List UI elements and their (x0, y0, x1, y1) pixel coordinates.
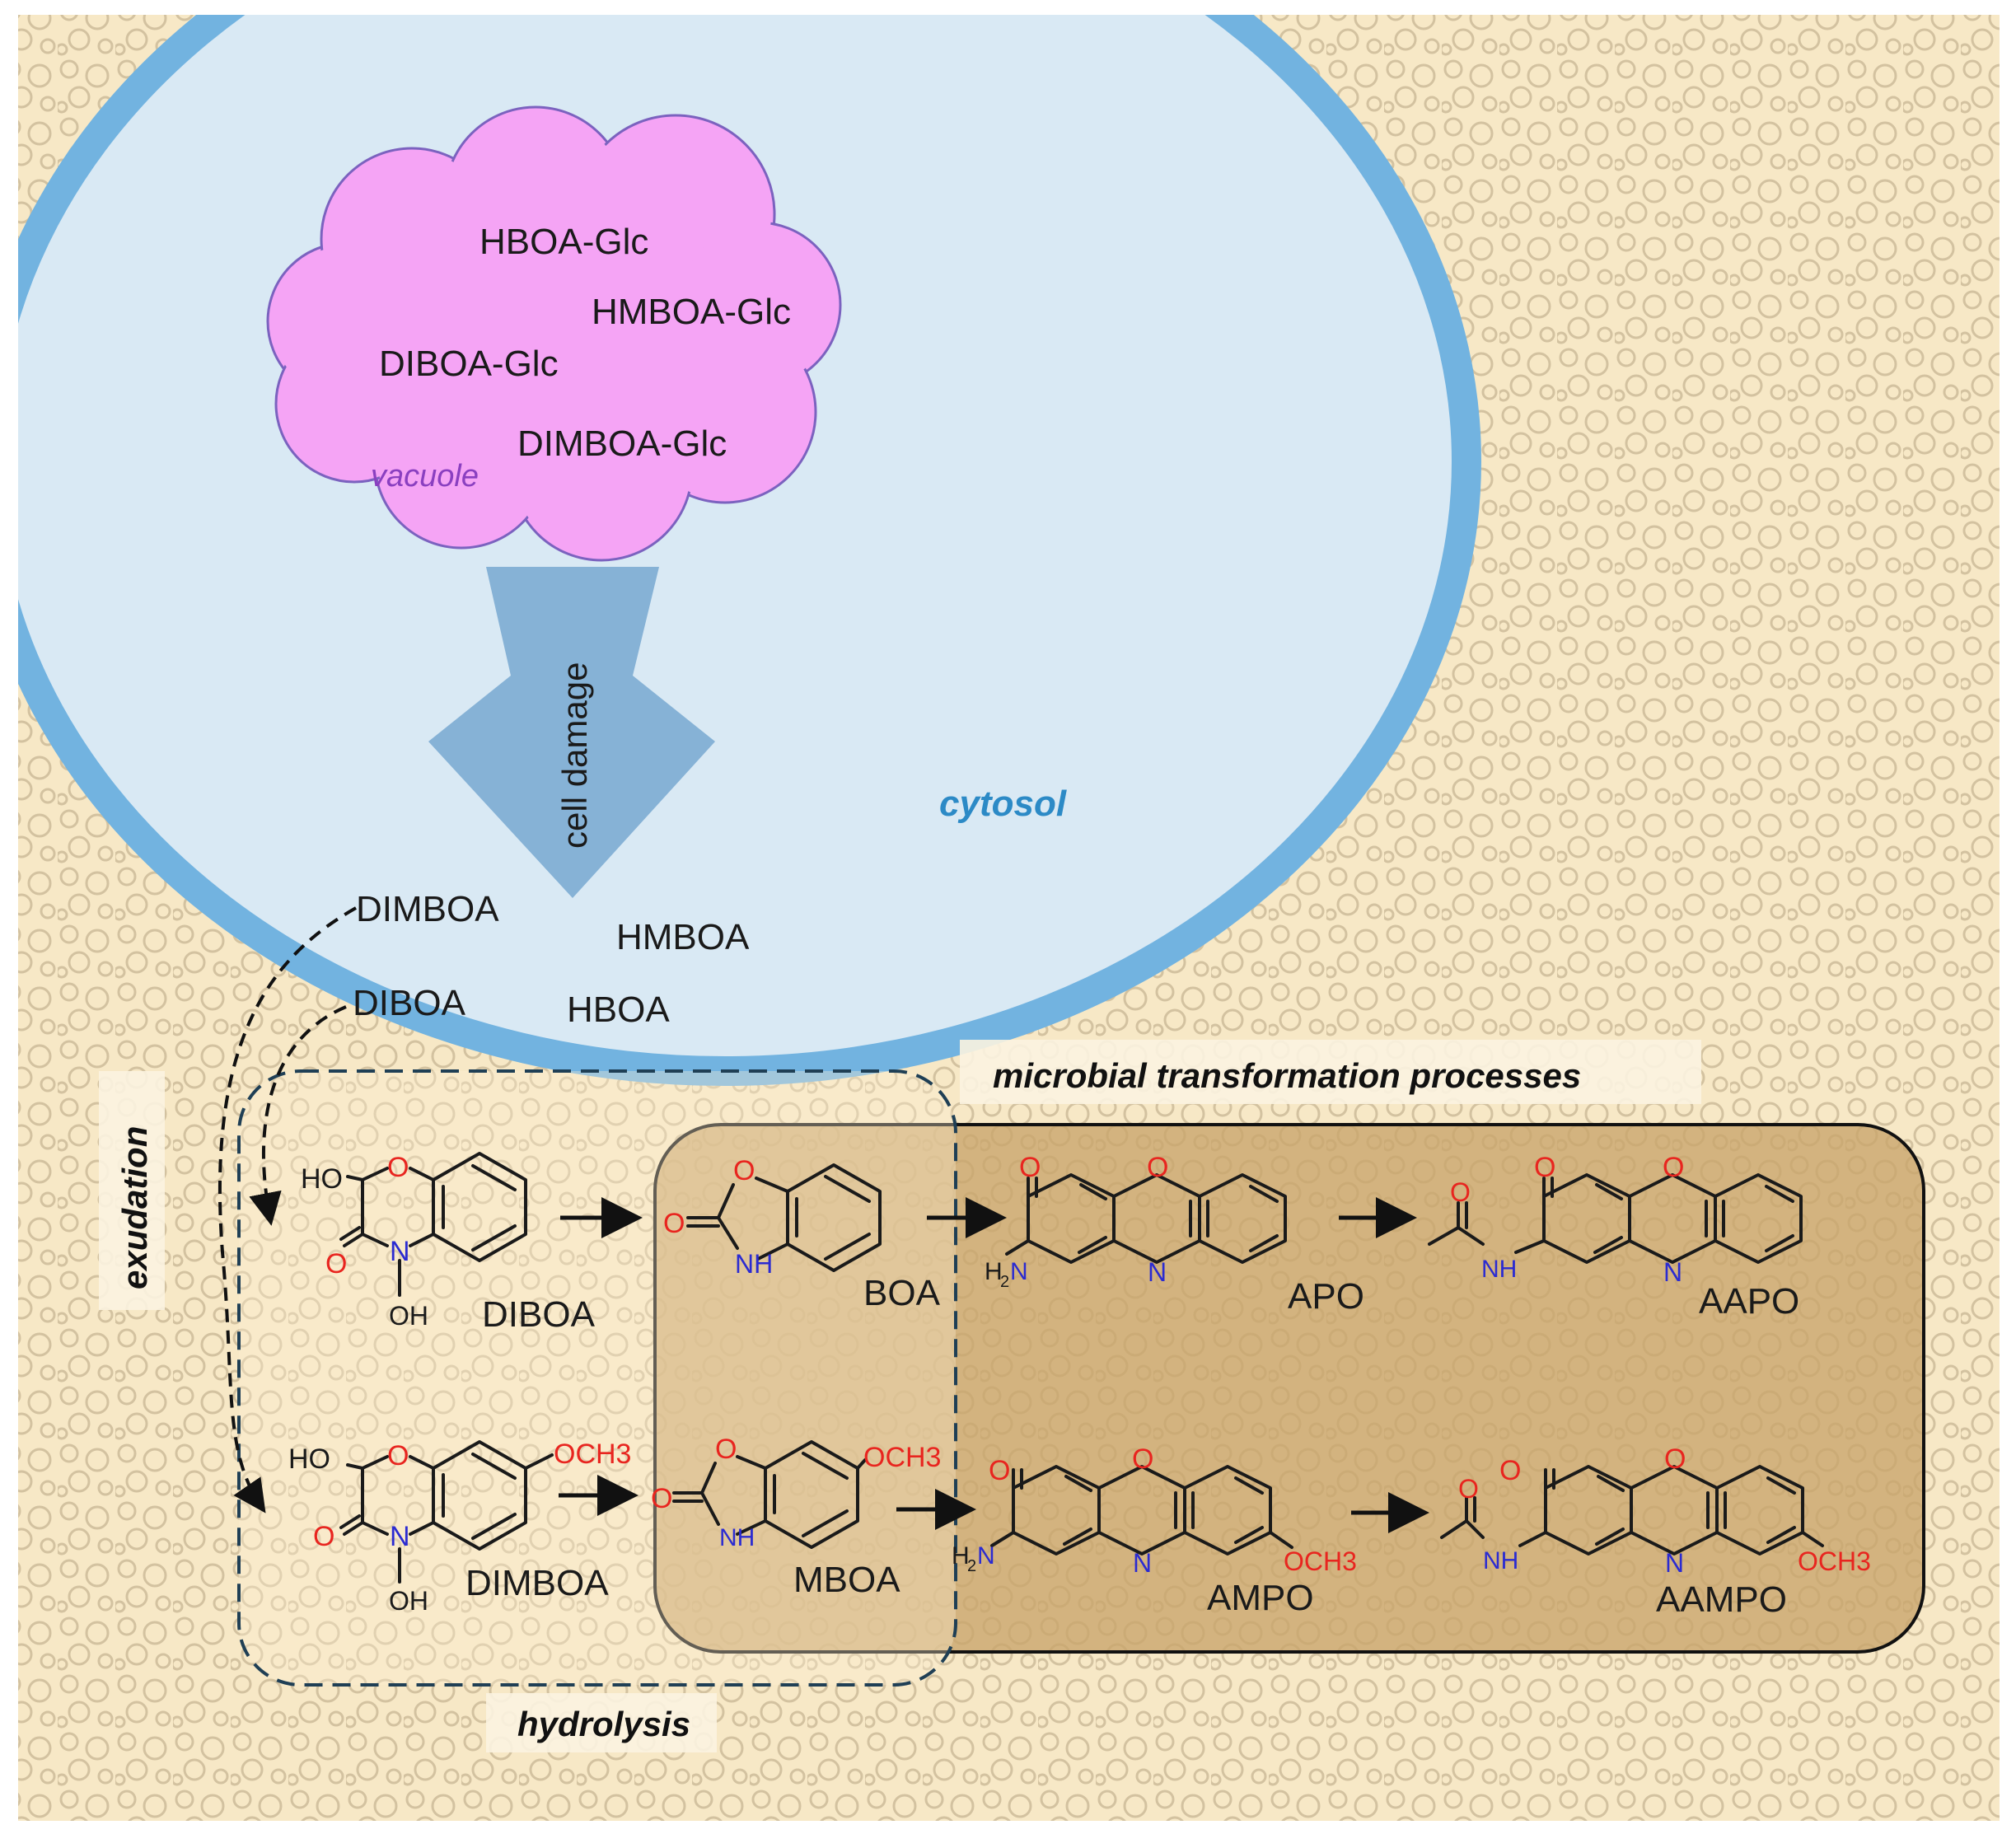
diboa-structure (339, 1152, 527, 1297)
apo-n-ring: N (1148, 1257, 1167, 1287)
aampo-structure (1440, 1465, 1824, 1556)
boa-nh: NH (735, 1249, 773, 1279)
apo-o-carbonyl: O (1019, 1152, 1041, 1183)
diboa-o-carbonyl: O (325, 1248, 347, 1280)
mboa-o-ring: O (715, 1434, 737, 1465)
released-hmboa: HMBOA (616, 917, 750, 957)
ampo-structure (990, 1465, 1293, 1556)
diboa-ho: HO (301, 1163, 343, 1195)
row2-aampo-label: AAMPO (1656, 1579, 1787, 1620)
dimboa-oh: OH (389, 1586, 428, 1616)
ampo-o-ring: O (1132, 1443, 1153, 1475)
cytosol-label: cytosol (939, 784, 1067, 824)
vacuole-compound-2: HMBOA-Glc (592, 292, 791, 332)
exudation-arrow-dimboa (218, 906, 357, 1514)
mboa-nh: NH (719, 1524, 755, 1551)
diboa-oh: OH (389, 1301, 428, 1331)
aampo-o-amide: O (1458, 1474, 1479, 1504)
ampo-h2n-h: H (952, 1542, 970, 1570)
microbial-label-bg (960, 1040, 1701, 1104)
ampo-o-carbonyl: O (989, 1455, 1010, 1486)
boa-o-carbonyl: O (663, 1208, 685, 1239)
row1-diboa-label: DIBOA (482, 1294, 596, 1335)
dimboa-n: N (390, 1521, 410, 1552)
boa-structure (686, 1163, 882, 1272)
vacuole-cloud (266, 105, 842, 562)
row1-boa-label: BOA (863, 1273, 941, 1313)
aampo-och3: OCH3 (1798, 1546, 1871, 1576)
row2-dimboa-label: DIMBOA (465, 1563, 609, 1603)
apo-o-ring: O (1147, 1152, 1168, 1183)
mboa-structure (672, 1440, 867, 1549)
vacuole-compound-4: DIMBOA-Glc (517, 423, 727, 464)
row1-aapo-label: AAPO (1699, 1281, 1799, 1322)
aampo-o-ring: O (1664, 1443, 1686, 1475)
mboa-o-carbonyl: O (651, 1483, 672, 1514)
aapo-n-ring: N (1663, 1257, 1682, 1287)
ampo-och3: OCH3 (1284, 1546, 1357, 1576)
mboa-och3: OCH3 (863, 1442, 941, 1473)
apo-structure (1005, 1173, 1287, 1264)
released-dimboa: DIMBOA (356, 889, 499, 929)
dimboa-structure (339, 1440, 554, 1584)
dimboa-o-carbonyl: O (313, 1521, 334, 1552)
diboa-o-ring: O (387, 1152, 409, 1183)
apo-h2n-sub: 2 (1000, 1273, 1009, 1291)
vacuole-compound-1: HBOA-Glc (479, 222, 648, 262)
ampo-n-ring: N (1133, 1548, 1152, 1578)
boa-o-ring: O (733, 1155, 755, 1186)
vacuole-compound-3: DIBOA-Glc (379, 344, 559, 384)
dimboa-o-ring: O (387, 1440, 409, 1471)
aapo-nh: NH (1481, 1256, 1517, 1283)
aampo-n-ring: N (1665, 1548, 1684, 1578)
aampo-nh: NH (1483, 1547, 1518, 1574)
aapo-o-ring: O (1663, 1152, 1684, 1183)
cell-damage-arrow (428, 567, 715, 898)
diboa-n: N (390, 1236, 410, 1267)
released-diboa: DIBOA (353, 983, 466, 1023)
dimboa-och3: OCH3 (554, 1439, 631, 1470)
cell-damage-label: cell damage (555, 662, 594, 849)
exudation-label-bg (99, 1071, 165, 1310)
apo-h2n-h: H (985, 1258, 1003, 1285)
hydrolysis-label: hydrolysis (517, 1705, 690, 1743)
row2-mboa-label: MBOA (793, 1560, 900, 1600)
exudation-arrow-diboa (249, 1005, 347, 1226)
row1-apo-label: APO (1288, 1276, 1364, 1317)
row2-ampo-label: AMPO (1207, 1578, 1314, 1618)
exudation-label: exudation (115, 1126, 154, 1289)
apo-h2n-n: N (1010, 1258, 1028, 1285)
aampo-o-carbonyl: O (1499, 1455, 1521, 1486)
aapo-o-carbonyl: O (1534, 1152, 1555, 1183)
ampo-h2n-n: N (977, 1542, 995, 1570)
hydrolysis-label-bg (486, 1693, 717, 1752)
vacuole-label: vacuole (371, 459, 479, 494)
ampo-h2n-sub: 2 (967, 1557, 976, 1575)
aapo-o-amide: O (1450, 1177, 1471, 1207)
dimboa-ho: HO (288, 1443, 330, 1475)
released-hboa: HBOA (567, 990, 670, 1030)
microbial-transformation-label: microbial transformation processes (993, 1056, 1581, 1095)
aapo-structure (1428, 1173, 1803, 1264)
